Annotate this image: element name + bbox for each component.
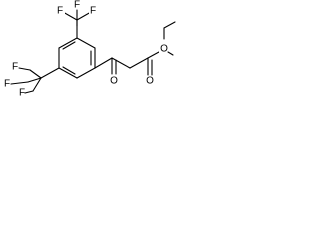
bond-c-f-left-left-ext [10, 81, 29, 85]
atom-o-ester-ether: O [160, 44, 168, 55]
atom-f-top-right: F [90, 6, 96, 17]
ring-bond-4 [58, 67, 78, 79]
bond-ring-to-ketone [94, 57, 113, 69]
ring-bond-1 [76, 37, 96, 49]
atom-o-ketone: O [110, 76, 118, 87]
atom-f-top-center: F [74, 0, 80, 11]
ketoester-chain: O O O [94, 21, 176, 87]
bond-ring-to-cf3-left [40, 67, 60, 79]
cf3-group-left: F F F [2, 62, 60, 99]
bond-ester-to-o [147, 51, 160, 59]
bond-c-f-left-up [29, 69, 42, 79]
benzene-ring [58, 37, 96, 79]
bond-c-f-left-top-ext [18, 67, 31, 71]
bond-c-f-left-bottom-ext [24, 90, 34, 94]
bond-ketone-to-ch2 [111, 57, 131, 69]
atom-f-left-bottom: F [19, 88, 25, 99]
bond-c-f-top-left [62, 11, 78, 21]
bond-ch2-to-ester [129, 57, 149, 69]
chemical-structure: F F F F F F O O O [2, 0, 176, 99]
bond-c-f-left-left [27, 77, 42, 83]
ring-bond-3 [76, 67, 96, 79]
bond-o-to-ch2 [167, 51, 174, 56]
atom-f-left-top: F [12, 62, 18, 73]
bond-c-f-top-right [76, 11, 92, 21]
bond-c-f-left-down [32, 77, 42, 92]
atom-o-ester-carbonyl: O [146, 76, 154, 87]
cf3-group-top: F F F [56, 0, 98, 39]
ring-bond-6 [58, 37, 78, 49]
atom-f-top-left: F [57, 6, 63, 17]
bond-ethyl-2 [163, 21, 176, 29]
atom-f-left-left: F [4, 79, 10, 90]
ring-double-bond-3 [62, 41, 76, 50]
ring-double-bond-2 [62, 66, 76, 75]
